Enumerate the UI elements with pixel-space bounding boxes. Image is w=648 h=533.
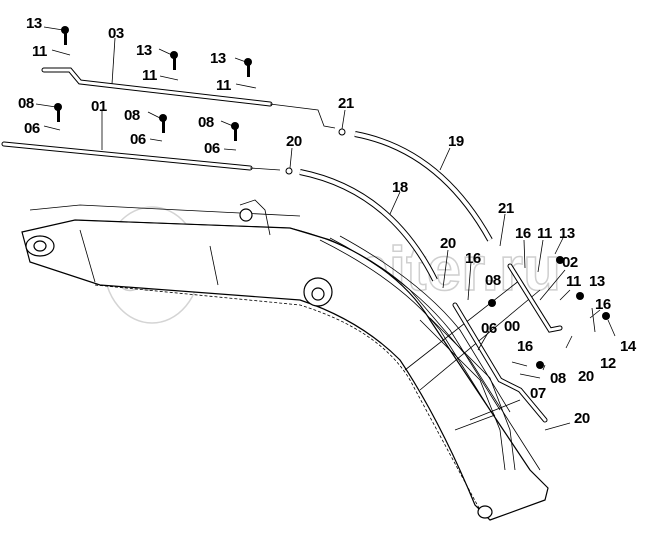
callout-16: 16 <box>517 338 533 355</box>
callout-12: 12 <box>600 355 616 372</box>
hose-19 <box>354 131 493 242</box>
callout-14: 14 <box>620 338 637 355</box>
boom-structure <box>21 199 549 521</box>
callout-13: 13 <box>136 42 152 59</box>
callout-21: 21 <box>498 200 514 217</box>
callout-06: 06 <box>481 320 497 337</box>
callout-13: 13 <box>26 15 42 32</box>
callout-13: 13 <box>210 50 226 67</box>
callout-19: 19 <box>448 133 464 150</box>
callout-20: 20 <box>578 368 594 385</box>
fasteners <box>54 26 610 369</box>
callout-21: 21 <box>338 95 354 112</box>
callout-01: 01 <box>91 98 107 115</box>
pipe-03 <box>41 67 336 129</box>
callout-11: 11 <box>142 67 157 84</box>
pipe-02 <box>507 263 563 333</box>
callout-07: 07 <box>530 385 546 402</box>
callouts: 13 11 03 13 11 13 11 08 06 01 08 06 08 0… <box>18 15 637 427</box>
callout-11: 11 <box>216 77 231 94</box>
callout-20: 20 <box>574 410 590 427</box>
pipe-00 <box>452 302 548 423</box>
callout-18: 18 <box>392 179 408 196</box>
hose-18 <box>299 169 438 282</box>
callout-08: 08 <box>485 272 501 289</box>
callout-11: 11 <box>32 43 47 60</box>
callout-08: 08 <box>550 370 566 387</box>
callout-16: 16 <box>465 250 481 267</box>
callout-02: 02 <box>562 254 578 271</box>
leader-lines <box>35 26 616 431</box>
callout-08: 08 <box>124 107 140 124</box>
callout-06: 06 <box>130 131 146 148</box>
pipe-01 <box>1 141 281 171</box>
callout-03: 03 <box>108 25 124 42</box>
callout-06: 06 <box>24 120 40 137</box>
callout-08: 08 <box>18 95 34 112</box>
callout-11: 11 <box>566 273 581 290</box>
callout-20: 20 <box>286 133 302 150</box>
callout-00: 00 <box>504 318 520 335</box>
callout-11: 11 <box>537 225 552 242</box>
callout-16: 16 <box>515 225 531 242</box>
callout-16: 16 <box>595 296 611 313</box>
callout-06: 06 <box>204 140 220 157</box>
callout-08: 08 <box>198 114 214 131</box>
callout-13: 13 <box>589 273 605 290</box>
callout-20: 20 <box>440 235 456 252</box>
callout-13: 13 <box>559 225 575 242</box>
